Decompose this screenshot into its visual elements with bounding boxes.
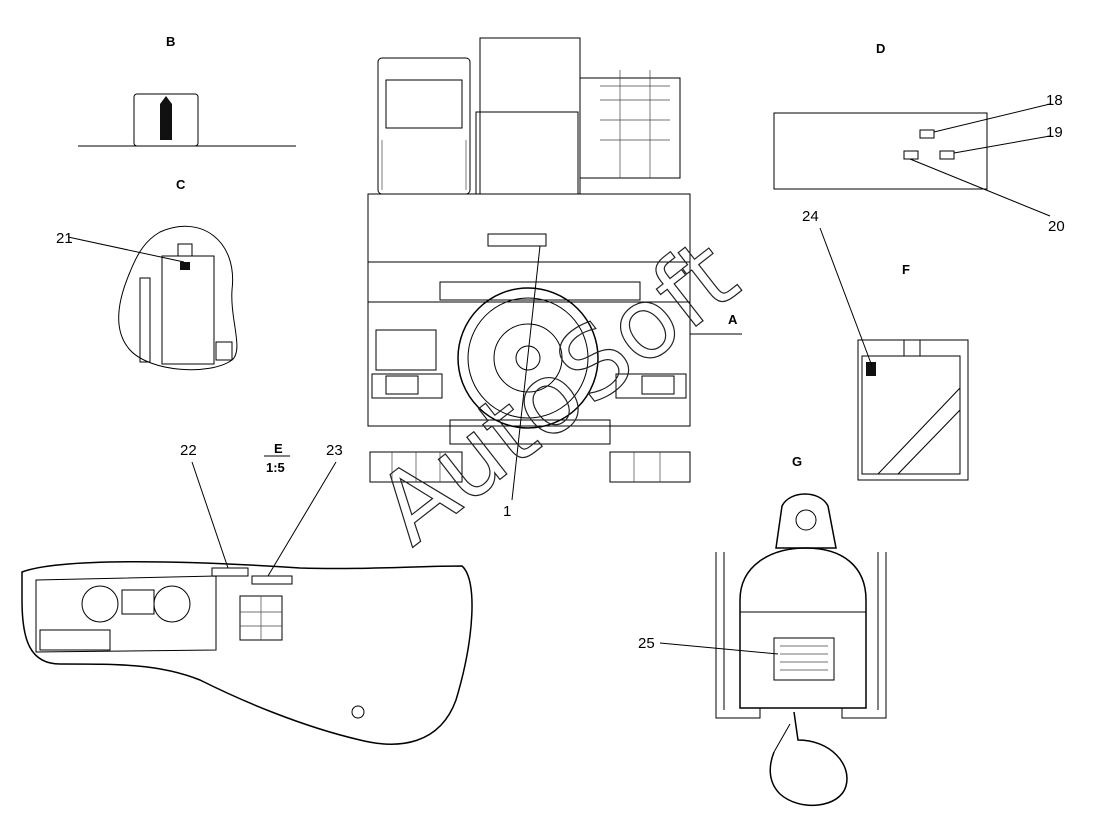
callout-21: 21 xyxy=(56,230,73,247)
view-g-label: G xyxy=(792,454,802,469)
callout-25: 25 xyxy=(638,635,655,652)
view-e-scale: 1:5 xyxy=(266,460,285,475)
view-f: 24 F xyxy=(802,208,969,481)
view-f-label: F xyxy=(902,262,910,277)
callout-1: 1 xyxy=(503,503,511,520)
vehicle-rear-view: 1 A xyxy=(367,37,742,520)
label-plate-icon xyxy=(160,96,172,140)
view-a-label: A xyxy=(728,312,738,327)
callout-24: 24 xyxy=(802,208,819,225)
view-d-label: D xyxy=(876,41,885,56)
view-c: C 21 xyxy=(56,177,238,371)
view-c-label: C xyxy=(176,177,186,192)
callout-22: 22 xyxy=(180,442,197,459)
view-e: E 1:5 22 23 xyxy=(21,441,473,745)
view-e-label: E xyxy=(274,441,283,456)
view-d: D 18 19 20 xyxy=(773,41,1065,235)
view-b: B xyxy=(78,34,296,147)
callout-19: 19 xyxy=(1046,124,1063,141)
watermark-text: AutoSoft xyxy=(357,218,759,567)
view-g: G 25 xyxy=(638,454,887,807)
callout-23: 23 xyxy=(326,442,343,459)
callout-20: 20 xyxy=(1048,218,1065,235)
view-b-label: B xyxy=(166,34,175,49)
callout-18: 18 xyxy=(1046,92,1063,109)
